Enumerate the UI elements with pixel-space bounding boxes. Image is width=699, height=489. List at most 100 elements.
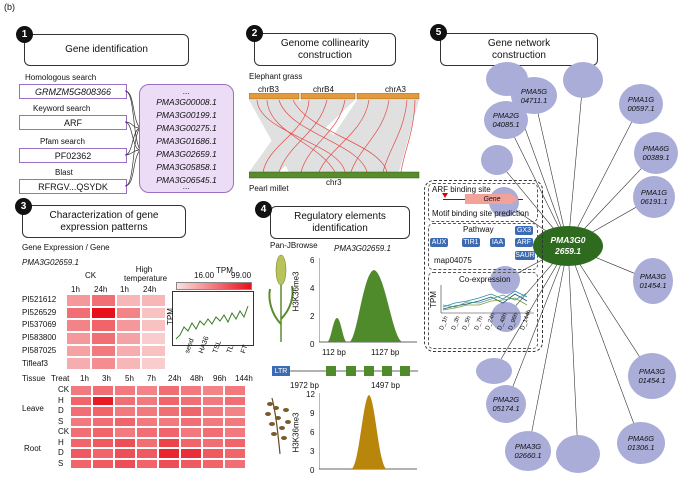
heatmap-1-row-label: Tifleaf3 bbox=[22, 358, 48, 368]
tpm-min: 16.00 bbox=[194, 271, 215, 280]
expression-gene: PMA3G02659.1 bbox=[22, 258, 79, 267]
hub-label-line1: PMA3G0 bbox=[550, 235, 586, 245]
heatmap-2-cell bbox=[224, 427, 246, 438]
network-node-line1: PMA5G bbox=[520, 86, 548, 96]
coexp-xlabel: D_1h bbox=[439, 315, 450, 332]
hub-label-line2: 2659.1 bbox=[555, 246, 581, 256]
network-node-line1: PMA6G bbox=[642, 144, 670, 153]
heatmap-2-cell bbox=[224, 437, 246, 448]
heatmap-1-cell bbox=[141, 332, 166, 345]
network-node-line1: PMA3G bbox=[638, 367, 666, 376]
network-node-line2: 00597.1 bbox=[627, 104, 655, 113]
heatmap-2-cell bbox=[180, 416, 202, 427]
network-node-line2: 00389.1 bbox=[642, 153, 670, 162]
chart2-ytick: 12 bbox=[306, 390, 315, 399]
search-label-homologous: Homologous search bbox=[25, 73, 97, 82]
heatmap-1-cell bbox=[91, 357, 116, 370]
heatmap-2-cell bbox=[224, 406, 246, 417]
heatmap-1-row-label: PI587025 bbox=[22, 345, 57, 355]
tissue-root: Root bbox=[24, 444, 41, 453]
heatmap-1-cell bbox=[66, 306, 91, 320]
search-label-pfam: Pfam search bbox=[40, 137, 85, 146]
heatmap-2-cell bbox=[158, 437, 180, 448]
heatmap-2-cell bbox=[224, 385, 246, 396]
heatmap-1-cell bbox=[141, 357, 166, 370]
coexp-xlabel: D_24h bbox=[485, 312, 497, 332]
heatmap-2-cell bbox=[136, 406, 158, 417]
heatmap-1-cell bbox=[66, 332, 91, 345]
panel-3-title-line1: Characterization of gene bbox=[49, 209, 159, 221]
coexpression-chart bbox=[440, 285, 534, 314]
heatmap-2-cell bbox=[180, 458, 202, 469]
network-node-line2: 04711.1 bbox=[520, 95, 548, 105]
arf-binding-box: ARF binding site Gene Motif binding site… bbox=[428, 183, 538, 222]
heatmap-2-cell bbox=[202, 458, 224, 469]
panel-1-title-text: Gene identification bbox=[65, 44, 148, 55]
network-node-line2: 05174.1 bbox=[492, 404, 520, 413]
chr-bar-b4 bbox=[300, 93, 356, 100]
tpm-max: 99.00 bbox=[231, 271, 252, 280]
heatmap-1-cell bbox=[141, 294, 166, 307]
coexp-xlabel: D_3h bbox=[450, 315, 462, 332]
panel-2-badge: 2 bbox=[246, 25, 263, 42]
binding-site-marker bbox=[442, 193, 448, 198]
heatmap-2-cell bbox=[114, 458, 136, 469]
heatmap-2-cell bbox=[114, 385, 136, 396]
heatmap-2-cell bbox=[180, 437, 202, 448]
tpm-linechart-frame bbox=[172, 291, 254, 346]
panel-1-title: Gene identification bbox=[24, 34, 189, 66]
heatmap-2-cell bbox=[136, 385, 158, 396]
motif-label: Motif binding site prediction bbox=[432, 209, 529, 218]
heatmap-2-col-label: 7h bbox=[147, 374, 156, 383]
time-3: 1h bbox=[120, 285, 129, 294]
gene-list-item: PMA3G05858.1 bbox=[156, 162, 217, 172]
panel-3-badge: 3 bbox=[15, 198, 32, 215]
heatmap-2-cell bbox=[92, 406, 114, 417]
panel-4-title: Regulatory elements identification bbox=[270, 206, 410, 239]
panel-4-title-line2: identification bbox=[312, 222, 368, 234]
grass-panicle-icon bbox=[265, 397, 291, 455]
chart1-peak-1 bbox=[327, 318, 347, 342]
chr-bar-chr3 bbox=[249, 171, 420, 179]
pathway-label: Pathway bbox=[463, 225, 494, 234]
heatmap-2-col-label: 144h bbox=[235, 374, 253, 383]
heatmap-2-treat-label: CK bbox=[58, 385, 70, 394]
collinearity-links bbox=[256, 99, 416, 173]
tpm-title: TPM bbox=[216, 266, 233, 275]
heatmap-2-cell bbox=[224, 448, 246, 459]
heatmap-2-col-label: Tissue bbox=[22, 374, 46, 383]
chr-label-3: chrA3 bbox=[385, 85, 406, 94]
chart1-peaks bbox=[319, 258, 417, 343]
gene-list-item: PMA3G00008.1 bbox=[156, 97, 217, 107]
panel-4-title-line1: Regulatory elements bbox=[294, 210, 386, 222]
cond-ck: CK bbox=[85, 271, 97, 280]
heatmap-2-cell bbox=[70, 416, 92, 427]
pathway-chip-arf: ARF bbox=[515, 238, 533, 247]
chart1-ytick: 4 bbox=[310, 284, 315, 293]
heatmap-2-cell bbox=[70, 437, 92, 448]
network-node bbox=[476, 358, 512, 384]
gene-list-ellipsis-top: ... bbox=[182, 86, 191, 96]
heatmap-2-treat-label: D bbox=[58, 448, 64, 457]
heatmap-2-cell bbox=[224, 395, 246, 406]
heatmap-2-cell bbox=[70, 406, 92, 417]
heatmap-2-cell bbox=[202, 437, 224, 448]
network-node bbox=[490, 266, 520, 294]
heatmap-2-treat-label: H bbox=[58, 437, 64, 447]
heatmap-2-cell bbox=[70, 427, 92, 438]
peak2-label: 1127 bp bbox=[371, 348, 400, 357]
pathway-chip-aux: AUX bbox=[430, 238, 448, 247]
gene-list-item: PMA3G06545.1 bbox=[156, 175, 217, 185]
heatmap-2 bbox=[70, 385, 246, 469]
heatmap-1-cell bbox=[116, 319, 141, 332]
heatmap-2-col-label: 5h bbox=[125, 374, 134, 383]
time-4: 24h bbox=[143, 285, 157, 294]
chart2-ytick: 9 bbox=[310, 409, 315, 418]
heatmap-1-cell bbox=[91, 344, 116, 358]
